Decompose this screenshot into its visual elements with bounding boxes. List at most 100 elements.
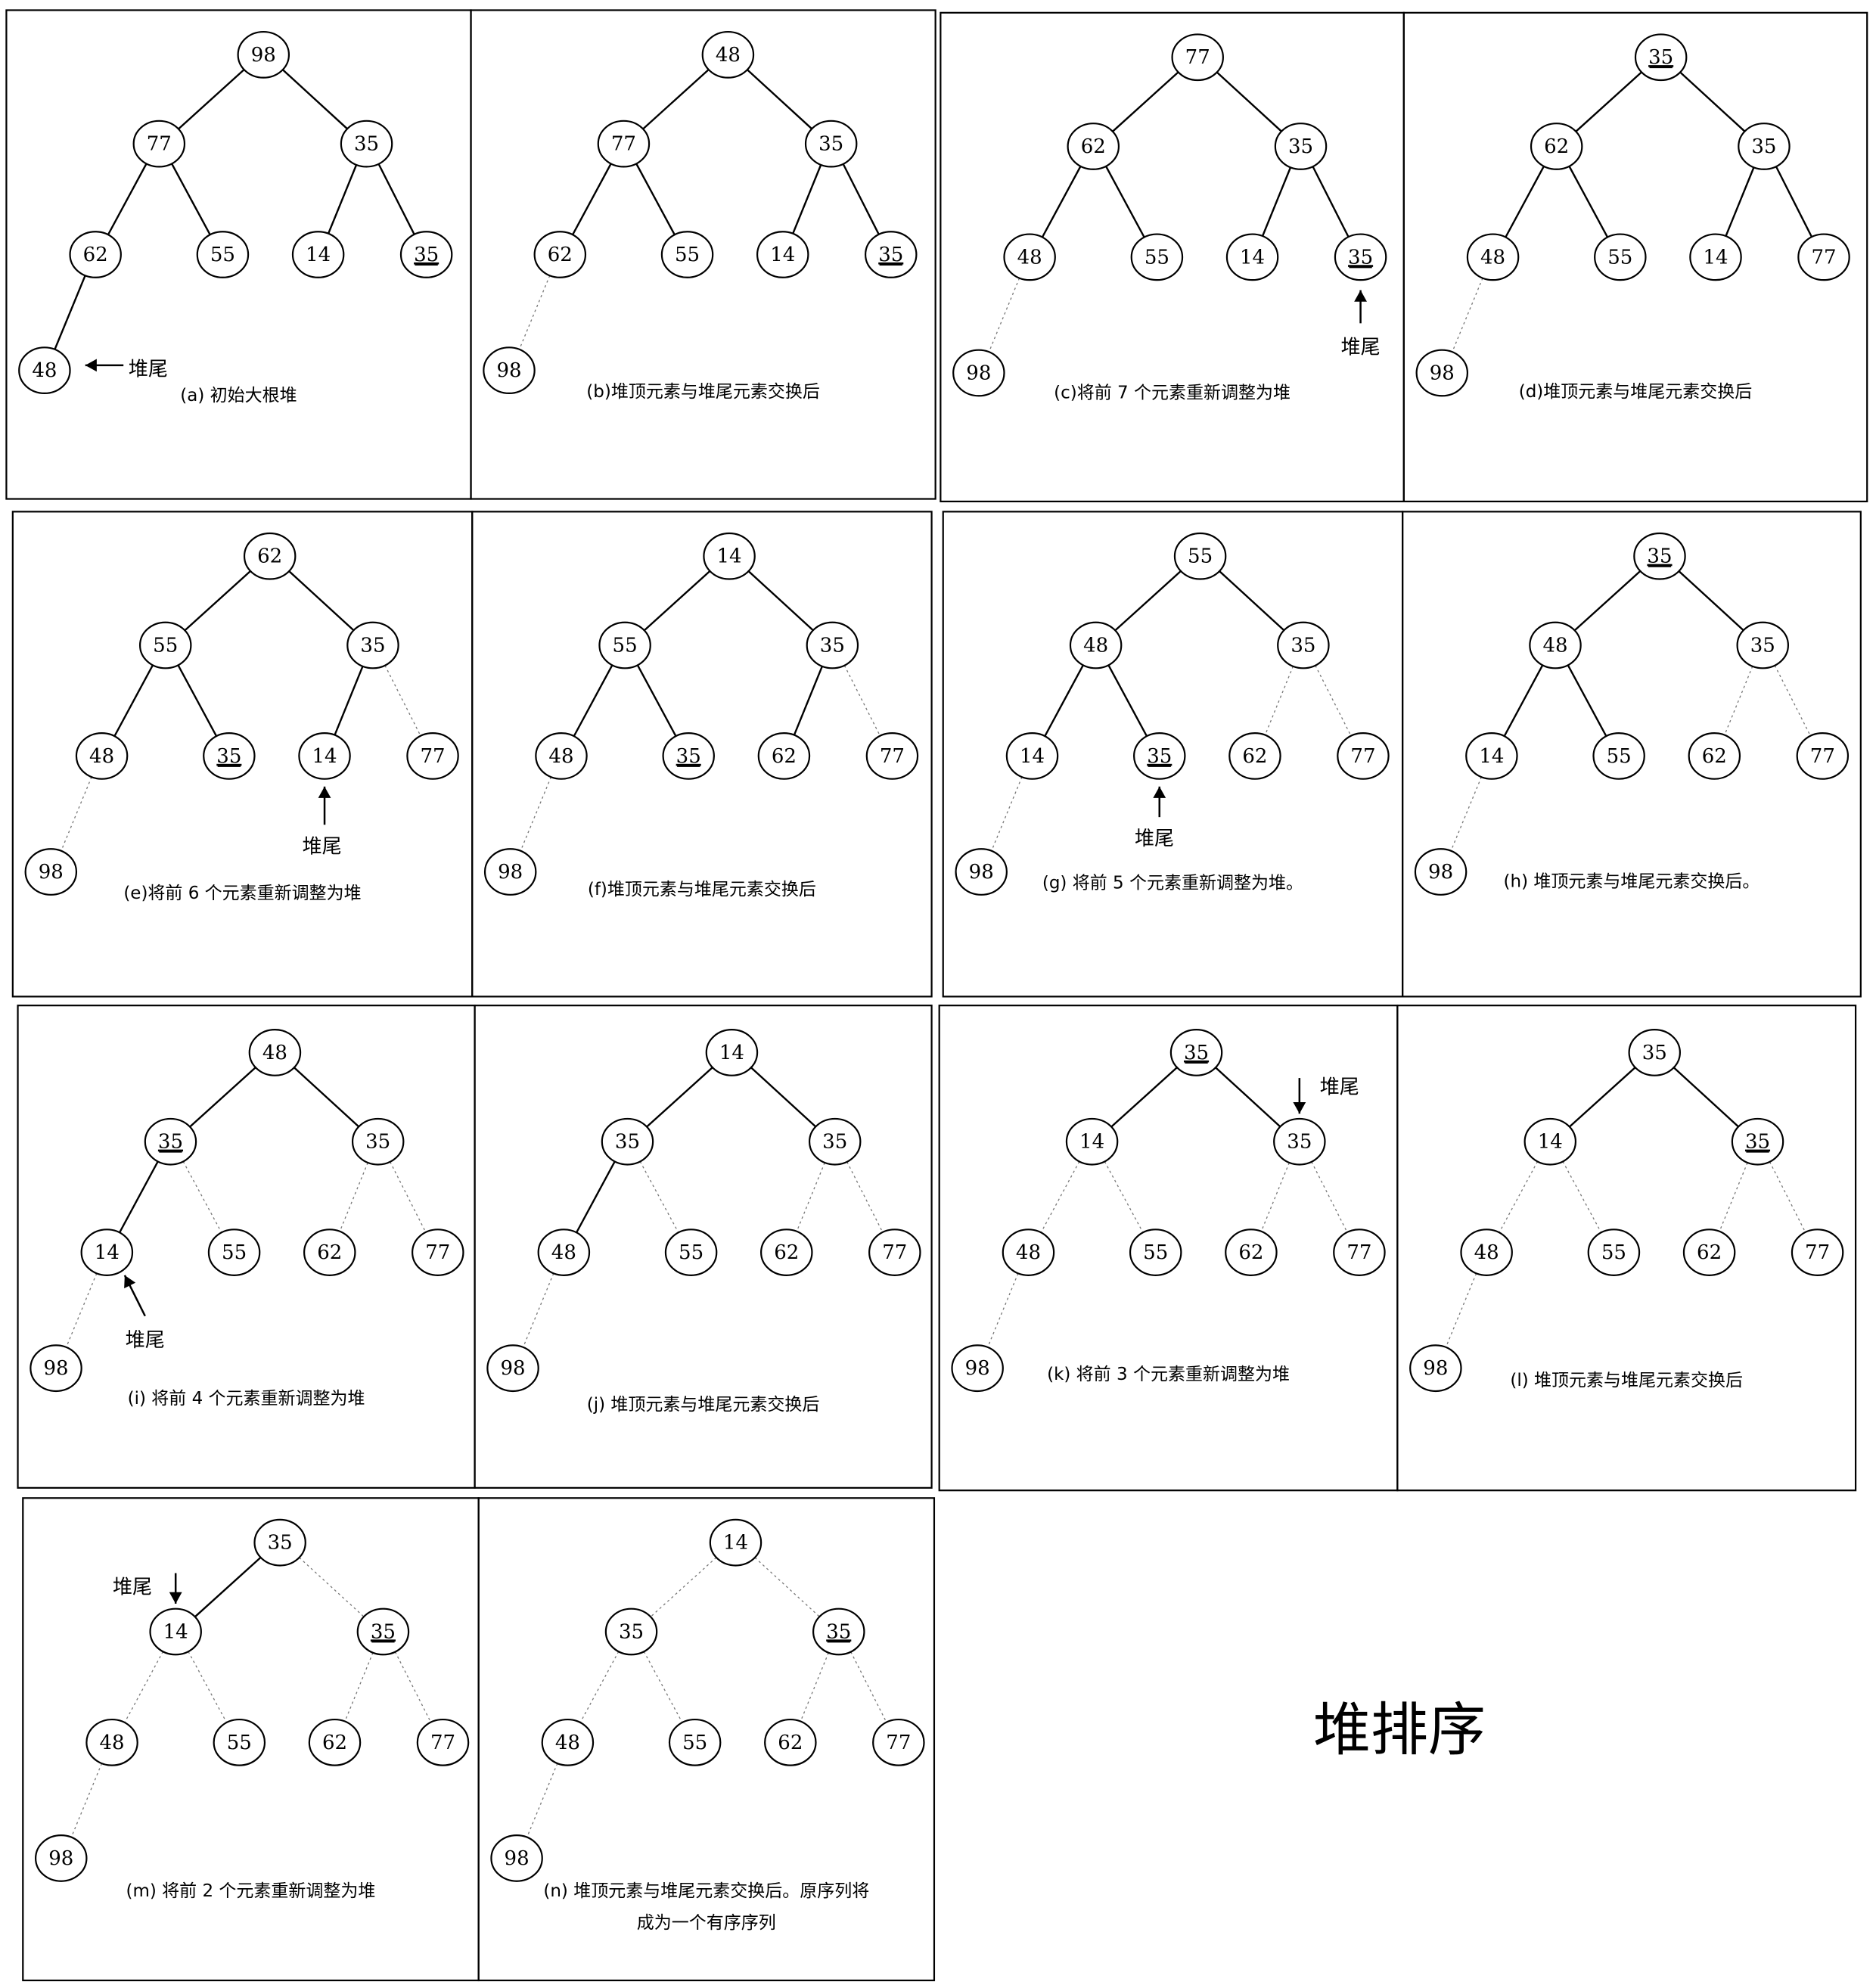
heap-node [1333, 1229, 1386, 1276]
tree-edge [178, 69, 245, 130]
node-value: 48 [1016, 1241, 1041, 1264]
heap-node [486, 1344, 539, 1393]
heap-node [1409, 1344, 1462, 1393]
node-value: 62 [548, 244, 573, 266]
tree-edge [635, 163, 676, 235]
node-value: 48 [1083, 634, 1108, 657]
tree-edge [800, 1652, 829, 1722]
heap-node [1529, 621, 1582, 669]
heap-node [1005, 732, 1059, 780]
node-value: 14 [306, 244, 331, 266]
heap-node [85, 1718, 138, 1766]
tail-label: 堆尾 [303, 835, 342, 858]
heap-node [872, 1718, 925, 1766]
arrow-head [124, 1275, 136, 1289]
tree-edge [1216, 71, 1282, 132]
tail-label: 堆尾 [113, 1576, 152, 1598]
heap-node [132, 120, 186, 168]
heap-node [207, 1229, 261, 1276]
tree-edge [327, 164, 358, 235]
heap-node [865, 732, 919, 780]
node-value: 98 [1423, 1357, 1448, 1380]
node-value: 48 [551, 1241, 576, 1264]
node-value: 55 [675, 244, 700, 266]
node-value: 77 [882, 1241, 907, 1264]
tree-edge [843, 665, 881, 737]
heap-node [952, 349, 1005, 397]
arrow-head [85, 359, 97, 372]
heap-node [1634, 33, 1688, 82]
tree-edge [846, 1161, 884, 1233]
heap-node [69, 231, 122, 278]
tree-edge [394, 1651, 432, 1722]
node-value: 98 [969, 861, 994, 884]
node-value: 35 [676, 745, 701, 768]
node-value: 98 [498, 861, 523, 884]
node-value: 98 [48, 1847, 73, 1870]
tree-edge [1503, 664, 1544, 737]
tree-edge [842, 163, 880, 235]
tree-edge [1679, 71, 1746, 132]
heap-node [138, 621, 192, 669]
heap-node [864, 231, 918, 278]
node-value: 98 [965, 1357, 990, 1380]
heap-node [533, 231, 587, 278]
tree-edge [796, 1162, 825, 1232]
tree-edge [646, 1067, 713, 1128]
tree-edge [119, 1160, 159, 1233]
heap-node [1334, 233, 1387, 281]
tree-edge [987, 1273, 1019, 1348]
tree-edge [636, 664, 677, 737]
tree-edge [850, 1651, 887, 1722]
heap-node [1067, 123, 1120, 170]
node-value: 77 [611, 133, 636, 156]
tree-edge [1573, 570, 1642, 632]
node-value: 62 [1544, 135, 1569, 158]
heap-node [340, 120, 393, 168]
panel-caption: (a) 初始大根堆 [180, 386, 297, 405]
node-value: 14 [1020, 745, 1045, 768]
heap-node [1796, 732, 1850, 780]
tree-edge [1774, 665, 1811, 737]
heap-node [1466, 233, 1520, 281]
tree-edge [377, 163, 415, 235]
heap-node [701, 30, 755, 79]
tree-edge [1110, 1067, 1178, 1128]
node-value: 48 [32, 359, 57, 382]
tree-edge [520, 776, 552, 852]
tree-edge [988, 278, 1020, 353]
node-value: 14 [1479, 745, 1504, 768]
tree-edge [70, 1763, 103, 1837]
heap-node [1628, 1029, 1681, 1076]
node-value: 77 [886, 1732, 911, 1754]
heap-node [804, 120, 858, 168]
tree-edge [65, 1273, 98, 1348]
node-value: 55 [1607, 246, 1632, 269]
tree-edge [650, 1557, 717, 1617]
heap-node [298, 732, 351, 780]
tree-edge [61, 776, 92, 852]
node-value: 55 [679, 1241, 704, 1264]
heap-node [308, 1718, 362, 1766]
tree-edge [1505, 166, 1545, 238]
tree-edge [1219, 570, 1285, 632]
node-value: 48 [716, 44, 741, 67]
node-value: 35 [615, 1131, 640, 1154]
node-value: 77 [425, 1241, 450, 1264]
heap-node [1225, 233, 1279, 281]
heap-node [144, 1117, 197, 1166]
node-value: 35 [878, 244, 903, 266]
node-value: 35 [826, 1620, 851, 1643]
heap-node [253, 1518, 306, 1567]
tree-edge [991, 776, 1023, 852]
node-value: 35 [818, 133, 843, 156]
node-value: 35 [365, 1131, 390, 1154]
heap-node [664, 1229, 718, 1276]
tail-label: 堆尾 [1135, 828, 1174, 850]
node-value: 55 [682, 1732, 707, 1754]
node-value: 35 [1147, 745, 1172, 768]
tree-edge [1450, 776, 1482, 852]
